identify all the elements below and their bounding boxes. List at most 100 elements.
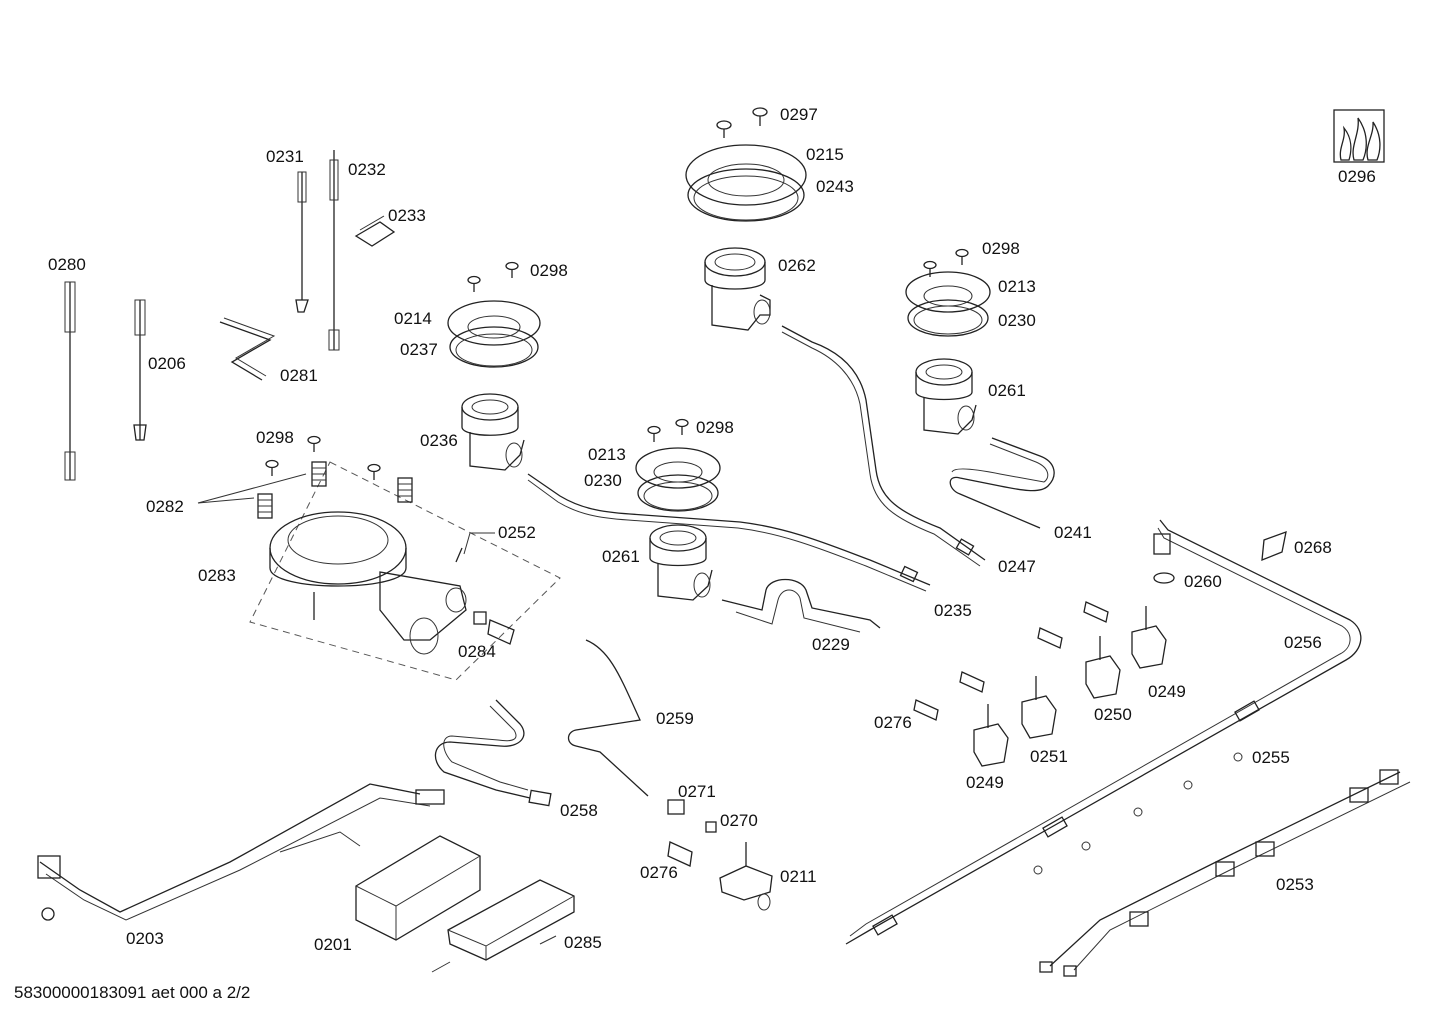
gas-valve-0249-left bbox=[973, 704, 1009, 767]
long-gas-pipe-0256 bbox=[845, 519, 1362, 945]
label-0285: 0285 bbox=[564, 933, 602, 952]
label-0235: 0235 bbox=[934, 601, 972, 620]
clip-0233-icon bbox=[354, 215, 396, 247]
springs-0282-icon bbox=[257, 461, 413, 519]
label-0276-right: 0276 bbox=[874, 713, 912, 732]
label-0298-assembly: 0298 bbox=[256, 428, 294, 447]
ignition-module-0201 bbox=[355, 835, 481, 941]
label-0249-left: 0249 bbox=[966, 773, 1004, 792]
label-0251: 0251 bbox=[1030, 747, 1068, 766]
screws-0298-assembly-icon bbox=[265, 435, 381, 480]
gas-pipe-0247 bbox=[781, 325, 986, 567]
label-0232: 0232 bbox=[348, 160, 386, 179]
gas-valve-0251 bbox=[1021, 676, 1057, 739]
label-0297: 0297 bbox=[780, 105, 818, 124]
burner-base-0236 bbox=[461, 393, 525, 471]
label-0236: 0236 bbox=[420, 431, 458, 450]
label-0213-right: 0213 bbox=[998, 277, 1036, 296]
wire-harness-0203 bbox=[37, 783, 445, 921]
label-0252: 0252 bbox=[498, 523, 536, 542]
burner-cap-0213-right bbox=[905, 271, 991, 337]
label-0201: 0201 bbox=[314, 935, 352, 954]
label-0203: 0203 bbox=[126, 929, 164, 948]
label-0229: 0229 bbox=[812, 635, 850, 654]
clip-0268-icon bbox=[1261, 530, 1287, 562]
assembly-outline bbox=[249, 461, 561, 681]
gas-pipe-0241 bbox=[949, 437, 1055, 529]
label-0255: 0255 bbox=[1252, 748, 1290, 767]
label-0230-center: 0230 bbox=[584, 471, 622, 490]
label-0258: 0258 bbox=[560, 801, 598, 820]
label-0215: 0215 bbox=[806, 145, 844, 164]
screw-0297-icon bbox=[716, 107, 768, 138]
screw-0298-left-icon bbox=[467, 261, 519, 292]
seal-0260-icon bbox=[1153, 533, 1175, 584]
label-0213-center: 0213 bbox=[588, 445, 626, 464]
label-0214: 0214 bbox=[394, 309, 432, 328]
gas-valve-0211 bbox=[719, 842, 773, 911]
fittings-0276-right-icon bbox=[913, 601, 1109, 721]
clips-0255-icon bbox=[1033, 752, 1243, 875]
label-0241: 0241 bbox=[1054, 523, 1092, 542]
document-footer-code: 58300000183091 aet 000 a 2/2 bbox=[14, 983, 250, 1002]
label-0276-lower: 0276 bbox=[640, 863, 678, 882]
nozzle-0271-icon bbox=[667, 799, 685, 815]
electrode-0206 bbox=[133, 299, 147, 441]
label-0249-right: 0249 bbox=[1148, 682, 1186, 701]
label-0260: 0260 bbox=[1184, 572, 1222, 591]
label-0261-right: 0261 bbox=[988, 381, 1026, 400]
label-0262: 0262 bbox=[778, 256, 816, 275]
gas-valve-0250 bbox=[1085, 636, 1121, 699]
leader-lines bbox=[197, 473, 495, 555]
burner-cap-0215 bbox=[685, 144, 807, 222]
label-0298-center: 0298 bbox=[696, 418, 734, 437]
label-0247: 0247 bbox=[998, 557, 1036, 576]
burner-cap-0214 bbox=[447, 300, 541, 368]
label-0283: 0283 bbox=[198, 566, 236, 585]
label-0230-right: 0230 bbox=[998, 311, 1036, 330]
label-0256: 0256 bbox=[1284, 633, 1322, 652]
ignition-harness-0253 bbox=[1039, 769, 1411, 977]
label-0271: 0271 bbox=[678, 782, 716, 801]
label-0280: 0280 bbox=[48, 255, 86, 274]
label-0253: 0253 bbox=[1276, 875, 1314, 894]
nozzle-0284-icon bbox=[473, 611, 515, 645]
thermocouple-0280 bbox=[64, 281, 76, 481]
ignition-electrode-0232 bbox=[328, 150, 340, 351]
spring-wire-0281 bbox=[219, 317, 276, 381]
thermocouple-0231 bbox=[295, 171, 309, 313]
gas-flame-logo-icon bbox=[1333, 109, 1385, 163]
label-0261-center: 0261 bbox=[602, 547, 640, 566]
label-0233: 0233 bbox=[388, 206, 426, 225]
burner-base-0261-right bbox=[915, 358, 977, 435]
label-0250: 0250 bbox=[1094, 705, 1132, 724]
nozzle-0270-icon bbox=[705, 821, 717, 833]
gas-pipe-0235 bbox=[527, 473, 931, 592]
gas-valve-0249-right bbox=[1131, 606, 1167, 669]
label-0270: 0270 bbox=[720, 811, 758, 830]
burner-cap-0213-center bbox=[635, 447, 721, 512]
part-labels: 0297 0215 0243 0296 0231 0232 0233 0280 … bbox=[48, 105, 1376, 954]
label-0237: 0237 bbox=[400, 340, 438, 359]
label-0298-top-left: 0298 bbox=[530, 261, 568, 280]
label-0206: 0206 bbox=[148, 354, 186, 373]
label-0298-right: 0298 bbox=[982, 239, 1020, 258]
label-0211: 0211 bbox=[780, 867, 817, 886]
wire-0259 bbox=[567, 639, 649, 797]
burner-base-0261-center bbox=[649, 524, 713, 601]
label-0231: 0231 bbox=[266, 147, 304, 166]
label-0282: 0282 bbox=[146, 497, 184, 516]
label-0296: 0296 bbox=[1338, 167, 1376, 186]
label-0268: 0268 bbox=[1294, 538, 1332, 557]
flex-hose-0258 bbox=[434, 699, 552, 807]
bracket-0285 bbox=[431, 879, 575, 973]
screw-0298-right-icon bbox=[923, 248, 969, 277]
gas-pipe-0229 bbox=[721, 578, 881, 633]
burner-base-0262 bbox=[704, 247, 771, 331]
label-0281: 0281 bbox=[280, 366, 318, 385]
valve-assembly-0283 bbox=[269, 511, 467, 655]
screw-0298-center-icon bbox=[647, 418, 689, 442]
pin-0252-icon bbox=[455, 547, 463, 563]
fitting-0276-lower-icon bbox=[667, 841, 693, 867]
